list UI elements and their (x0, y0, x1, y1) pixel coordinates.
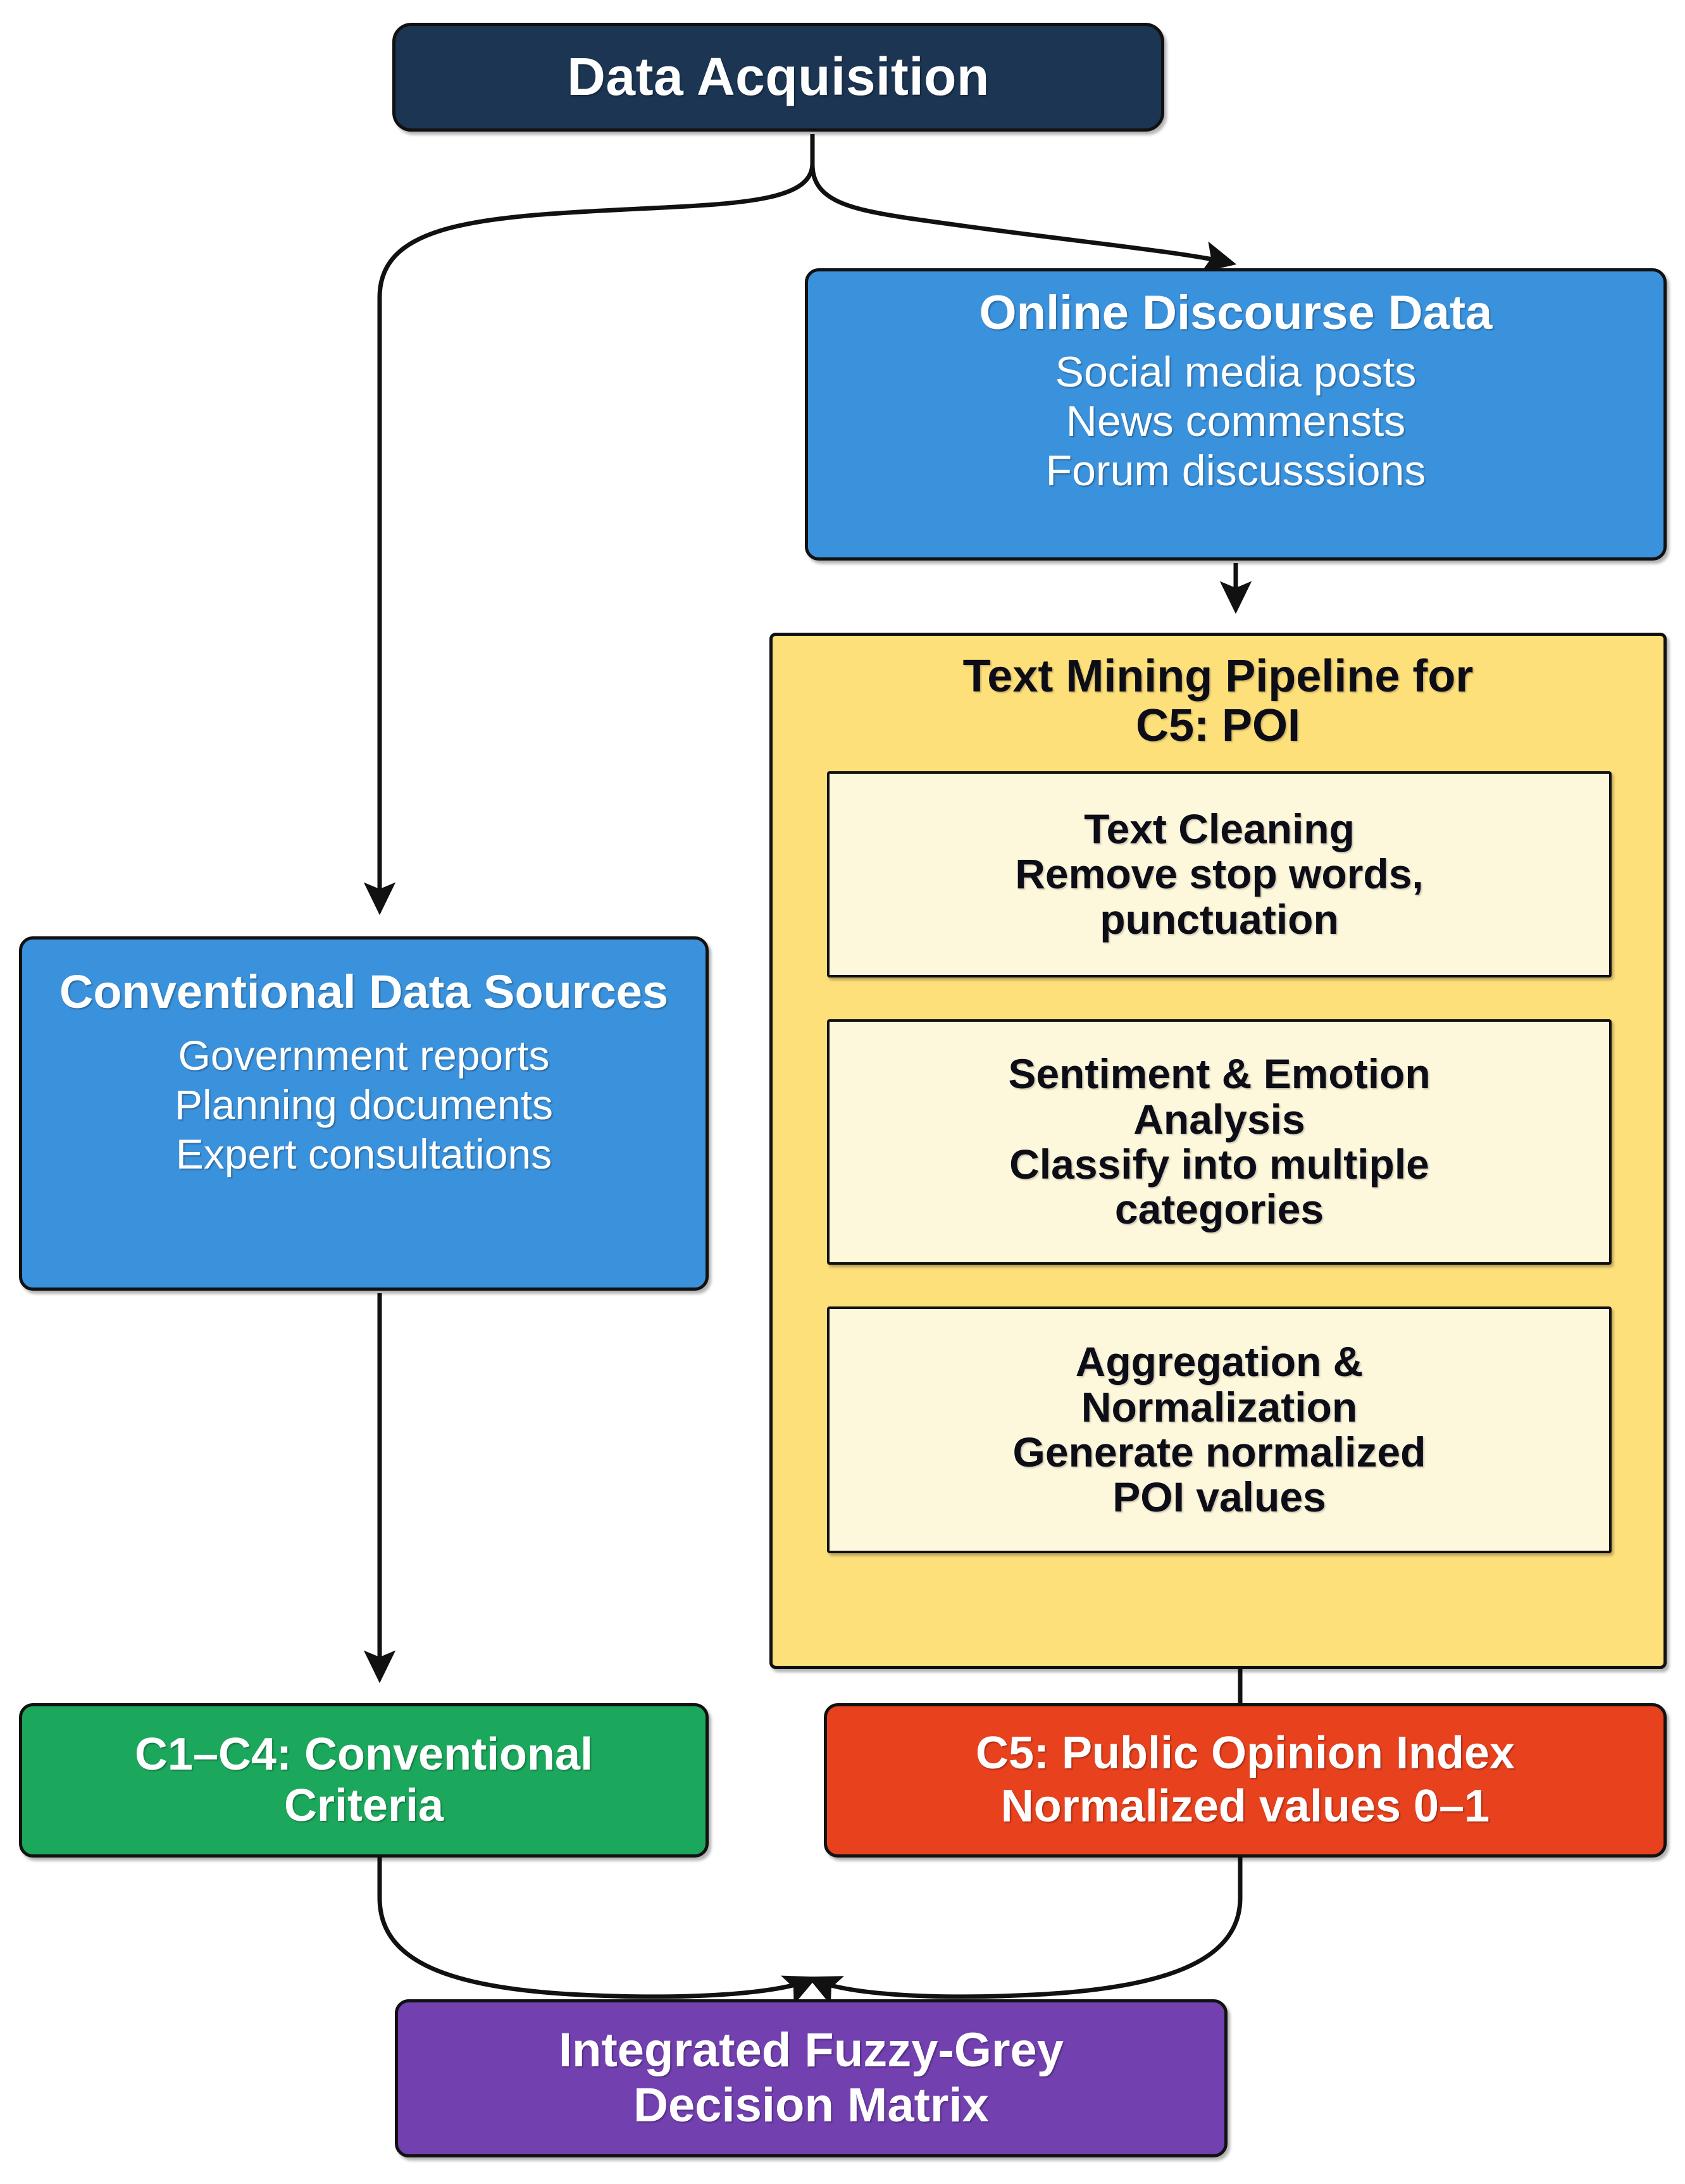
step-text-cleaning-detail-2: punctuation (1100, 895, 1339, 943)
node-conventional-data-sources-title: Conventional Data Sources (59, 965, 669, 1018)
edge-acquisition-to-online (810, 134, 1237, 273)
step-sentiment-title-line-2: Analysis (1133, 1095, 1305, 1143)
step-sentiment-detail-2: categories (1114, 1186, 1324, 1233)
group-text-mining-pipeline[interactable]: Text Mining Pipeline for C5: POI Text Cl… (769, 633, 1667, 1669)
pipeline-title-line-1: Text Mining Pipeline for (962, 651, 1474, 702)
node-conventional-data-sources-line-1: Government reports (178, 1031, 550, 1079)
node-online-discourse-line-3: Forum discusssions (1045, 446, 1426, 495)
node-pipeline-step-text-cleaning[interactable]: Text Cleaning Remove stop words, punctua… (827, 771, 1612, 977)
edge-c5-to-matrix (807, 1858, 1243, 2006)
node-conventional-criteria[interactable]: C1–C4: Conventional Criteria (19, 1703, 709, 1858)
step-aggregation-title-line-1: Aggregation & (1075, 1338, 1364, 1386)
step-text-cleaning-title: Text Cleaning (1084, 805, 1355, 853)
node-decision-matrix-line-2: Decision Matrix (633, 2078, 989, 2132)
node-online-discourse-data[interactable]: Online Discourse Data Social media posts… (805, 268, 1667, 561)
node-data-acquisition[interactable]: Data Acquisition (392, 23, 1164, 132)
step-sentiment-detail-1: Classify into multiple (1009, 1141, 1429, 1188)
group-text-mining-pipeline-title: Text Mining Pipeline for C5: POI (773, 636, 1663, 751)
step-aggregation-detail-1: Generate normalized (1012, 1429, 1426, 1475)
node-pipeline-step-sentiment-emotion-analysis[interactable]: Sentiment & Emotion Analysis Classify in… (827, 1019, 1612, 1265)
edge-c14-to-matrix (377, 1858, 818, 2005)
node-conventional-criteria-line-1: C1–C4: Conventional (134, 1729, 594, 1780)
node-conventional-data-sources-line-2: Planning documents (174, 1081, 554, 1128)
node-online-discourse-line-1: Social media posts (1055, 347, 1417, 396)
node-online-discourse-title: Online Discourse Data (979, 286, 1493, 340)
node-pipeline-step-aggregation-normalization[interactable]: Aggregation & Normalization Generate nor… (827, 1306, 1612, 1553)
pipeline-title-line-2: C5: POI (1135, 700, 1301, 751)
node-public-opinion-index-line-1: C5: Public Opinion Index (975, 1728, 1515, 1779)
node-conventional-criteria-line-2: Criteria (283, 1780, 444, 1831)
node-decision-matrix[interactable]: Integrated Fuzzy-Grey Decision Matrix (395, 1999, 1228, 2157)
step-sentiment-title-line-1: Sentiment & Emotion (1008, 1050, 1431, 1098)
node-conventional-data-sources[interactable]: Conventional Data Sources Government rep… (19, 936, 709, 1291)
step-aggregation-detail-2: POI values (1112, 1474, 1326, 1521)
step-aggregation-title-line-2: Normalization (1081, 1383, 1358, 1430)
step-text-cleaning-detail-1: Remove stop words, (1015, 850, 1424, 898)
node-public-opinion-index[interactable]: C5: Public Opinion Index Normalized valu… (824, 1703, 1667, 1858)
node-data-acquisition-title: Data Acquisition (567, 47, 990, 107)
node-public-opinion-index-line-2: Normalized values 0–1 (1000, 1781, 1490, 1832)
edge-acquisition-to-conventional (363, 134, 815, 915)
node-conventional-data-sources-line-3: Expert consultations (175, 1130, 552, 1177)
node-decision-matrix-line-1: Integrated Fuzzy-Grey (558, 2023, 1064, 2078)
node-online-discourse-line-2: News commensts (1066, 397, 1406, 445)
